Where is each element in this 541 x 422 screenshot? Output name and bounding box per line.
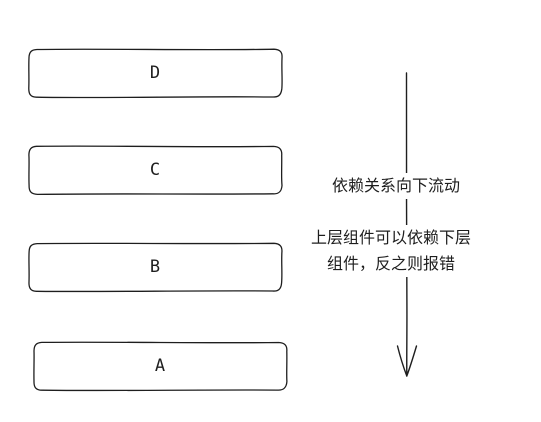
layer-box-b: B — [28, 242, 283, 293]
dependency-rule-note: 上层组件可以依赖下层 组件，反之则报错 — [309, 225, 474, 277]
layer-box-b-outline — [28, 242, 283, 293]
layer-box-c: C — [28, 145, 283, 196]
layer-box-c-outline — [28, 145, 283, 196]
layer-box-a-outline — [33, 341, 288, 392]
layer-label-a: A — [154, 356, 166, 376]
dependency-rule-line-1: 上层组件可以依赖下层 — [311, 228, 472, 247]
layer-box-a: A — [33, 341, 288, 392]
layer-label-c: C — [149, 160, 161, 180]
layer-box-d-outline — [28, 48, 283, 99]
layer-box-d: D — [28, 48, 283, 99]
dependency-rule-line-2: 组件，反之则报错 — [327, 254, 456, 273]
layer-label-d: D — [149, 63, 161, 83]
layer-label-b: B — [149, 257, 161, 277]
flow-direction-note: 依赖关系向下流动 — [330, 173, 463, 199]
